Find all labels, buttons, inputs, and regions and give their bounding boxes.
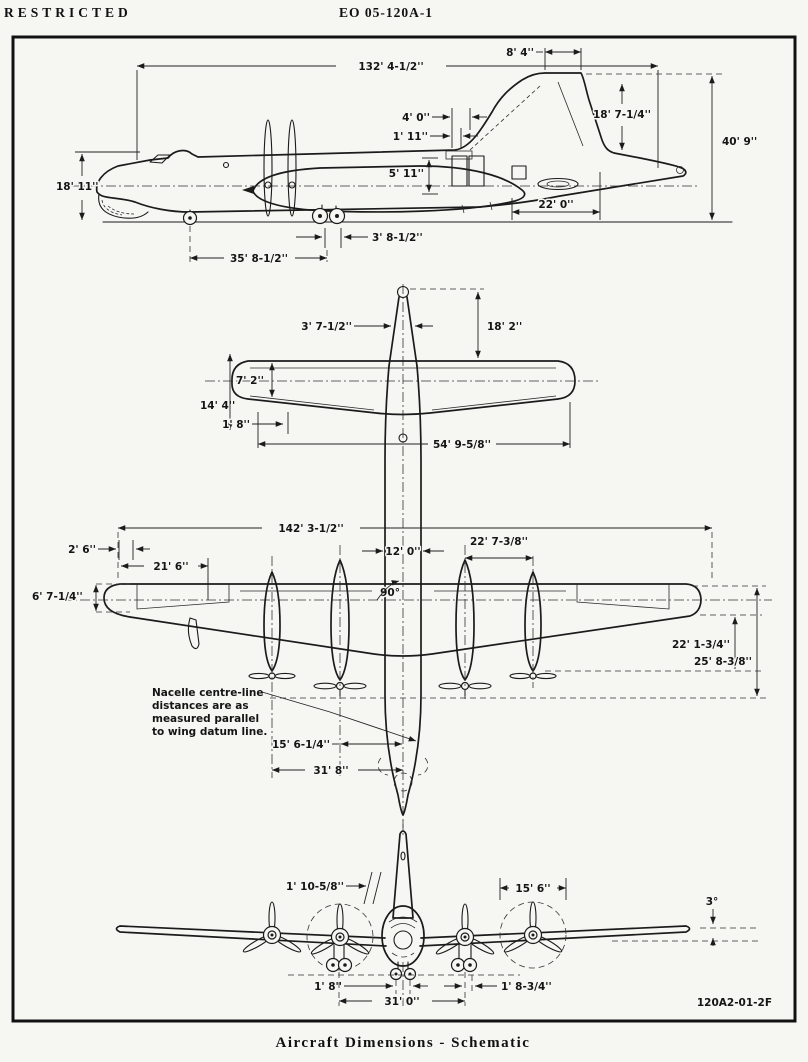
dim-root-chord: 25' 8-3/8'': [694, 656, 752, 668]
dim-overall-length: 132' 4-1/2'': [358, 61, 423, 73]
dim-wing-angle: 90°: [380, 587, 400, 599]
dim-door-height: 5' 11'': [389, 168, 424, 180]
dim-prop-clearance: 1' 10-5/8'': [286, 881, 344, 893]
plan-wing: [103, 583, 702, 657]
front-view: 1' 10-5/8'' 15' 6'' 3° 1' 8'': [115, 820, 758, 1010]
dim-tip-to-trailing-edge: 22' 1-3/4'': [672, 639, 730, 651]
dim-rear-taper: 22' 0'': [538, 199, 573, 211]
dim-fin-length: 18' 2'': [487, 321, 522, 333]
dim-nose-wheel-track: 1' 8'': [314, 981, 342, 993]
side-propellers: [263, 119, 297, 217]
dim-tailplane-span: 54' 9-5/8'': [433, 439, 491, 451]
side-view: 8' 4'' 132' 4-1/2'' 18' 7-1/4'' 40' 9'' …: [55, 46, 759, 267]
front-wing-right: [419, 925, 691, 947]
plan-nacelles: [248, 559, 557, 697]
front-landing-gear: [325, 944, 478, 981]
plan-fuselage-outline: [384, 365, 422, 816]
side-view-dimensions: 8' 4'' 132' 4-1/2'' 18' 7-1/4'' 40' 9'' …: [55, 46, 759, 267]
dim-hatch-offset: 4' 0'': [402, 112, 430, 124]
dim-prop-diameter: 15' 6'': [515, 883, 550, 895]
dim-dihedral-angle: 3°: [706, 896, 719, 908]
note-line-2: distances are as: [152, 700, 249, 712]
dim-fuselage-width: 12' 0'': [385, 546, 420, 558]
dim-fin-tip-chord-plan: 3' 7-1/2'': [301, 321, 352, 333]
drawing-caption: Aircraft Dimensions - Schematic: [276, 1035, 531, 1051]
dim-main-gear-offset: 3' 8-1/2'': [372, 232, 423, 244]
dim-tip-chord-offset: 2' 6'': [68, 544, 96, 556]
note-line-3: measured parallel: [152, 713, 259, 725]
dim-main-wheel-track: 31' 0'': [384, 996, 419, 1008]
dim-wheel-base: 35' 8-1/2'': [230, 253, 288, 265]
dim-tailplane-tip-chord: 7' 2'': [236, 375, 264, 387]
side-wing-nacelle: [252, 165, 526, 213]
dim-aileron-span: 21' 6'': [153, 561, 188, 573]
front-fin: [392, 830, 414, 919]
dim-fuselage-height: 18' 11'': [56, 181, 99, 193]
dim-fin-height: 18' 7-1/4'': [593, 109, 651, 121]
front-engines: [242, 901, 567, 971]
dim-wing-span: 142' 3-1/2'': [278, 523, 343, 535]
dim-main-gear-wheel-spacing: 1' 8-3/4'': [501, 981, 552, 993]
side-door: [451, 155, 468, 187]
plan-view-dimensions: 3' 7-1/2'' 18' 2'' 7' 2'' 14' 4'' 1' 8''…: [31, 288, 766, 779]
front-radome: [393, 930, 413, 950]
classification-label: RESTRICTED: [4, 5, 132, 20]
plan-view: 3' 7-1/2'' 18' 2'' 7' 2'' 14' 4'' 1' 8''…: [31, 284, 772, 828]
side-landing-gear: [182, 204, 346, 226]
plan-tailplane: [231, 360, 576, 416]
nacelle-note: Nacelle centre-line distances are as mea…: [151, 686, 417, 742]
dim-wing-tip-chord: 6' 7-1/4'': [32, 591, 83, 603]
front-view-dimensions: 1' 10-5/8'' 15' 6'' 3° 1' 8'': [284, 871, 758, 1010]
document-number: EO 05-120A-1: [339, 5, 433, 20]
dim-elevator-offset: 1' 8'': [222, 419, 250, 431]
side-window: [511, 165, 527, 180]
dim-fin-tip-chord: 8' 4'': [506, 47, 534, 59]
dim-nacelle-inboard-distance: 15' 6-1/4'': [272, 739, 330, 751]
side-chin-radome: [98, 193, 149, 219]
cockpit-window: [149, 154, 171, 164]
dim-nacelle-span: 31' 8'': [313, 765, 348, 777]
dim-hatch-width: 1' 11'': [393, 131, 428, 143]
wing-drain-detail: [187, 617, 200, 650]
spinner-tip: [242, 186, 254, 194]
figure-id: 120A2-01-2F: [697, 997, 772, 1009]
astrodome: [398, 433, 408, 443]
side-fuselage-outline: [95, 72, 687, 213]
sheet-border: [11, 35, 797, 1023]
note-line-1: Nacelle centre-line: [152, 687, 264, 699]
mad-fairing: [537, 177, 579, 191]
front-fuselage: [381, 905, 425, 967]
dim-nacelle-spacing-outboard: 22' 7-3/8'': [470, 536, 528, 548]
plan-fin-tip: [396, 285, 410, 299]
fuselage-window: [222, 161, 230, 169]
dim-overall-height: 40' 9'': [722, 136, 757, 148]
front-wing-left: [115, 925, 387, 947]
dim-tailplane-chord: 14' 4'': [200, 400, 235, 412]
note-line-4: to wing datum line.: [152, 726, 267, 738]
